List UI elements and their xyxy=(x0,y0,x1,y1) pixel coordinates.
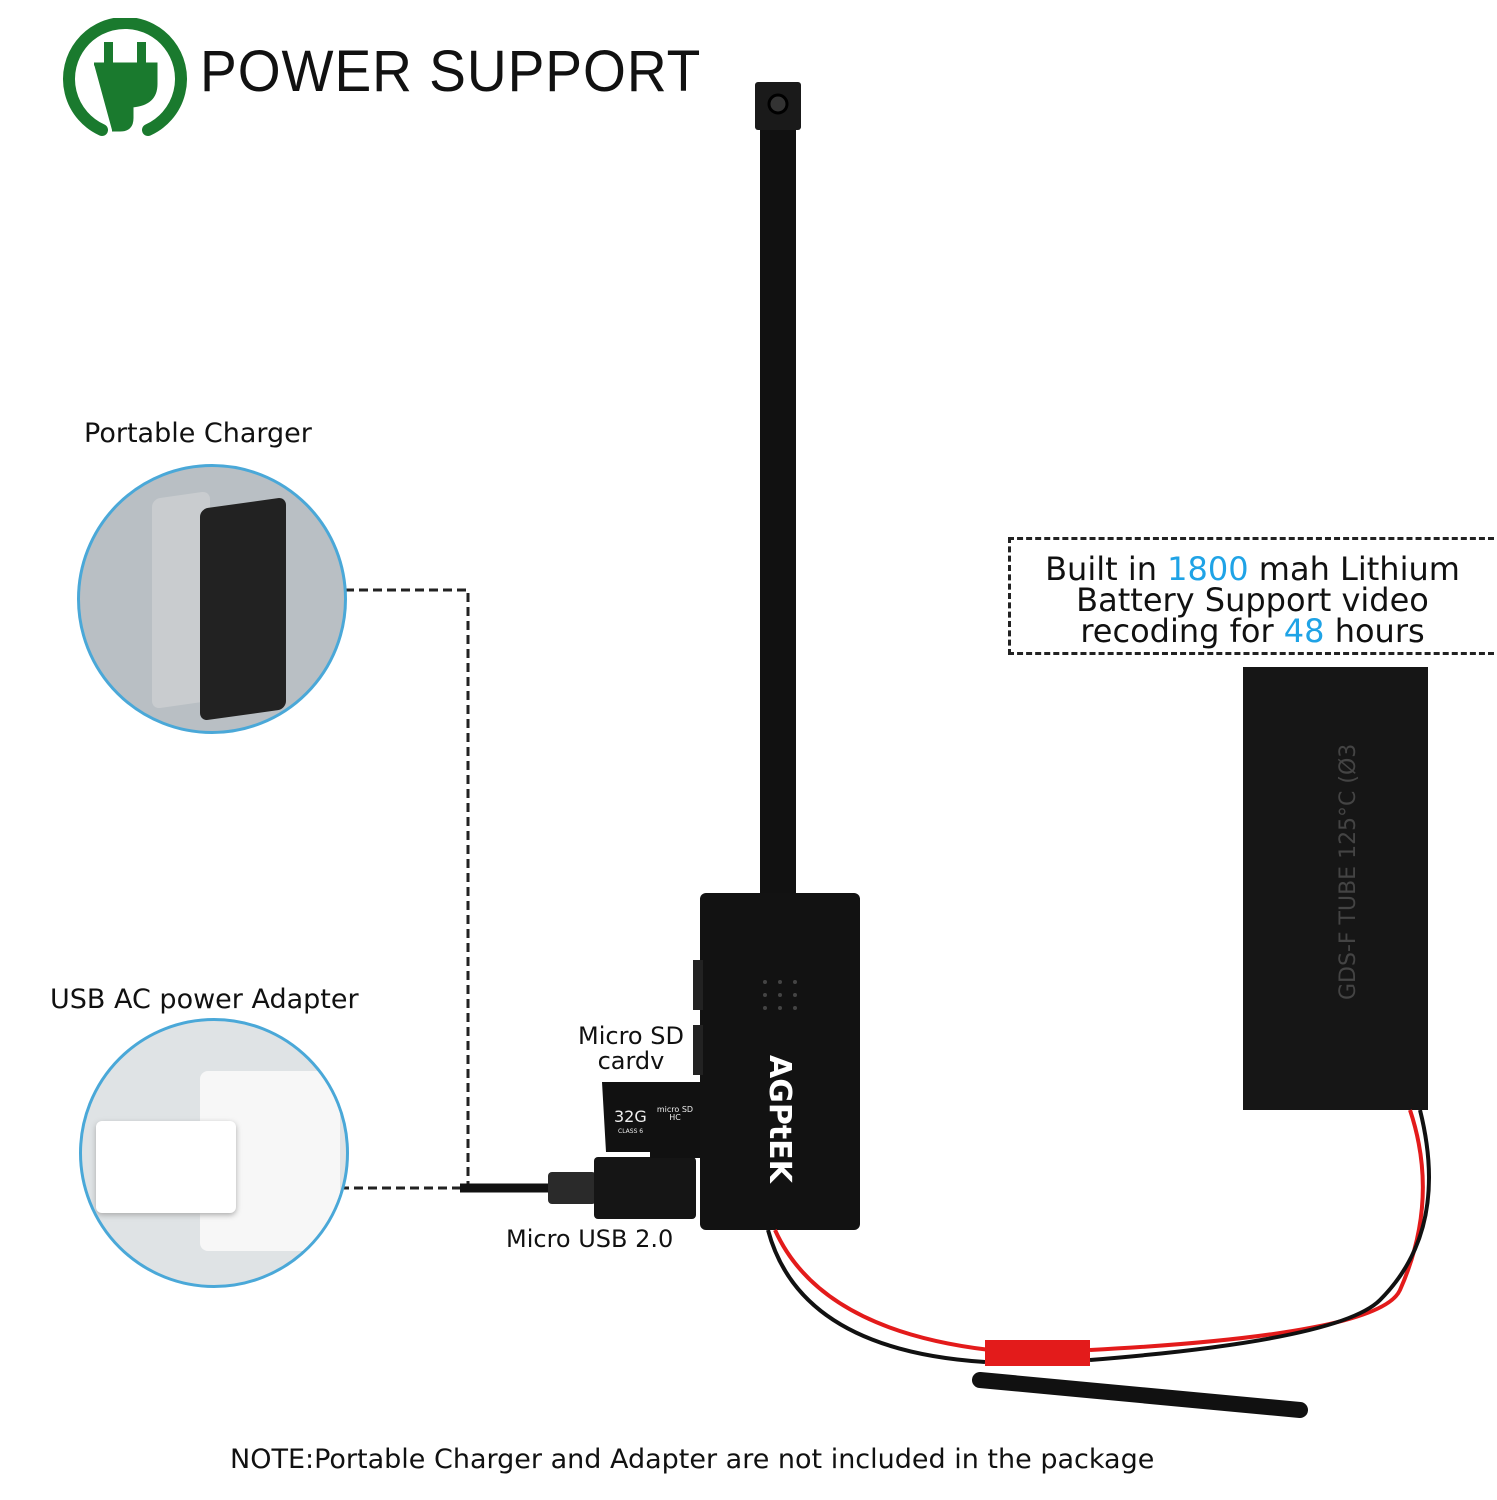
battery-line2: Battery Support video xyxy=(1076,581,1429,619)
battery-line3: recoding for 48 hours xyxy=(1080,612,1425,650)
page-title: POWER SUPPORT xyxy=(200,39,702,104)
camera-brand-logo: AGPtEK xyxy=(762,1055,797,1185)
sd-brand-logo: micro SD HC xyxy=(656,1105,694,1122)
micro-sd-label: Micro SD cardv xyxy=(578,1024,684,1074)
battery-line1: Built in 1800 mah Lithium xyxy=(1045,550,1460,588)
usb-adapter-label: USB AC power Adapter xyxy=(50,984,359,1015)
micro-sd-line1: Micro SD xyxy=(578,1022,684,1050)
battery-info-box: Built in 1800 mah Lithium Battery Suppor… xyxy=(1008,537,1494,655)
sd-class: CLASS 6 xyxy=(618,1128,644,1135)
portable-charger-image xyxy=(77,464,347,734)
portable-charger-label: Portable Charger xyxy=(84,418,312,449)
usb-adapter-image xyxy=(79,1018,349,1288)
battery-print: GDS-F TUBE 125°C (Ø3 xyxy=(1336,744,1361,1000)
power-plug-icon xyxy=(63,18,187,136)
micro-usb-label: Micro USB 2.0 xyxy=(506,1225,674,1253)
micro-sd-line2: cardv xyxy=(597,1047,665,1075)
sd-capacity: 32G xyxy=(614,1107,647,1126)
note-text: NOTE:Portable Charger and Adapter are no… xyxy=(230,1444,1155,1475)
